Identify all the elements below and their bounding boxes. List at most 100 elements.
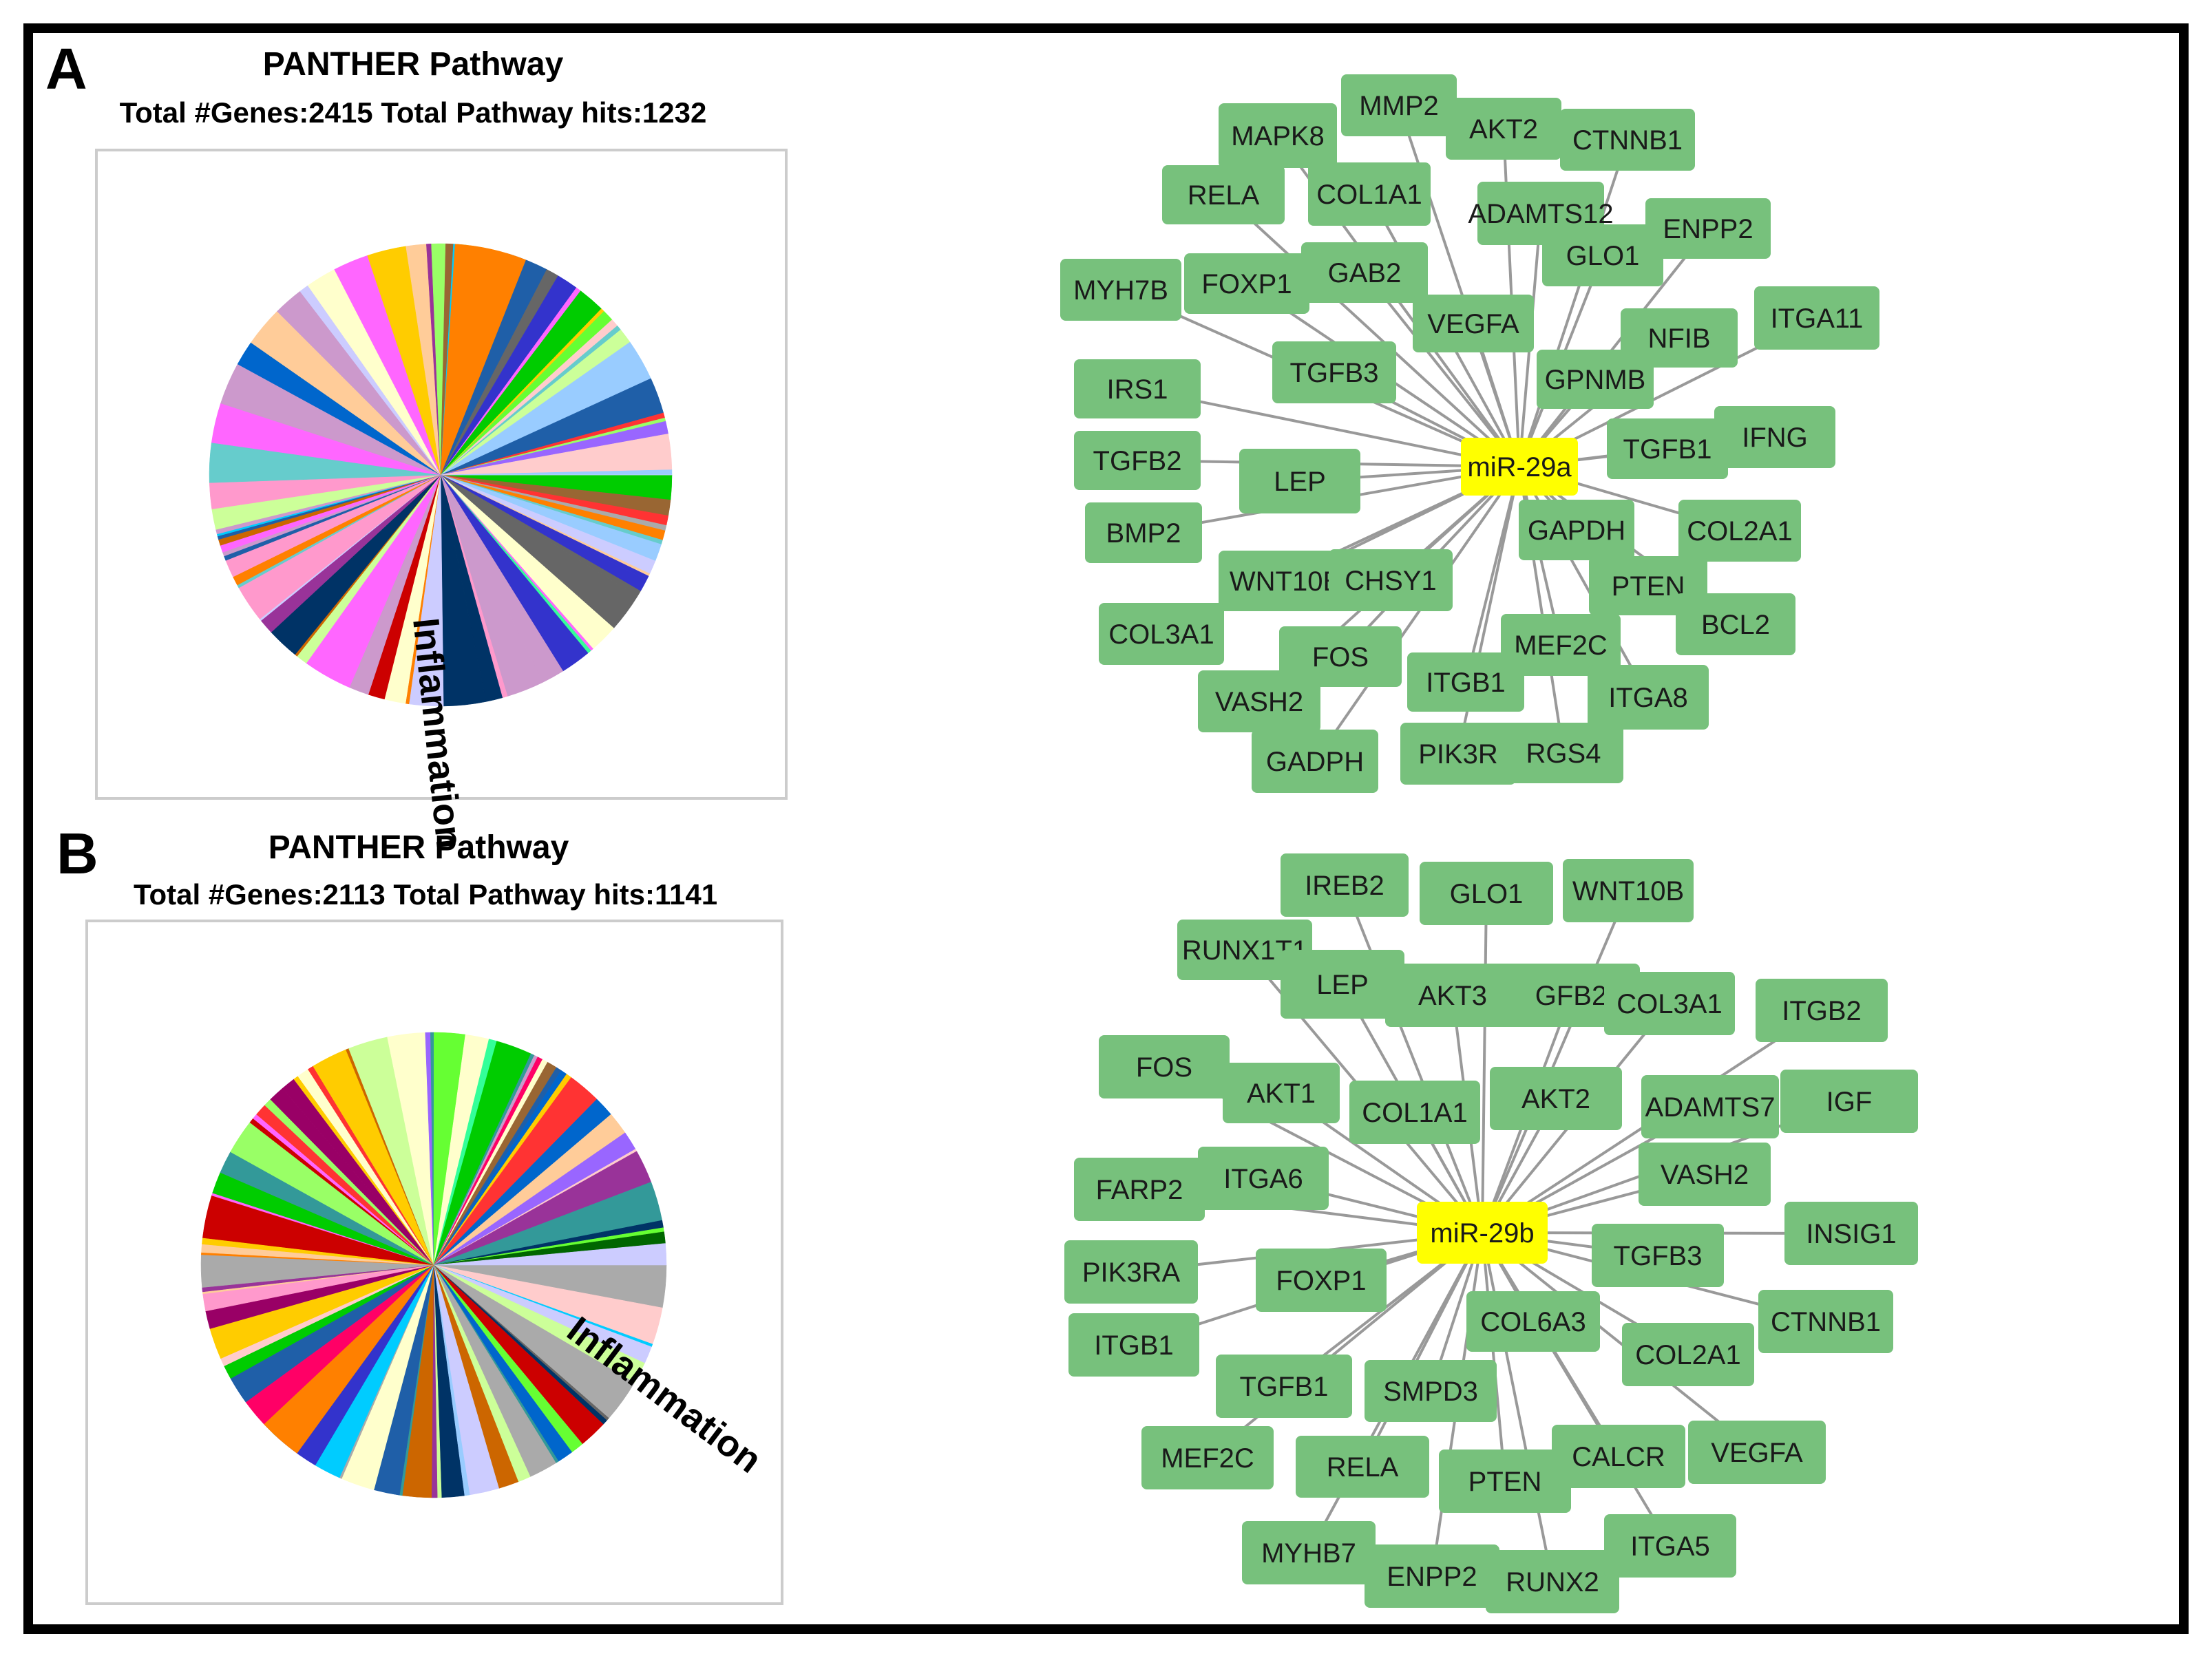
gene-node-rela: RELA [1162, 165, 1285, 224]
mirna-center-label: miR-29a [1467, 452, 1572, 482]
gene-node-label: AKT3 [1418, 981, 1487, 1011]
gene-node-box [1308, 162, 1431, 226]
gene-node-box [1519, 500, 1634, 560]
gene-node-ctnnb1: CTNNB1 [1560, 109, 1695, 171]
gene-node-box [1162, 165, 1285, 224]
gene-node-label: ITGA11 [1771, 304, 1864, 334]
gene-node-box [1780, 1070, 1918, 1133]
panel-b-letter: B [56, 821, 98, 886]
gene-node-box [1678, 500, 1801, 562]
gene-node-label: VEGFA [1711, 1438, 1803, 1468]
gene-node-label: COL1A1 [1316, 180, 1422, 210]
gene-node-bcl2: BCL2 [1676, 593, 1795, 655]
gene-node-itga5: ITGA5 [1604, 1514, 1736, 1578]
gene-node-label: COL1A1 [1362, 1098, 1467, 1128]
gene-node-col3a1: COL3A1 [1604, 972, 1735, 1035]
gene-node-label: AKT1 [1247, 1079, 1316, 1109]
gene-node-box [1446, 98, 1561, 160]
gene-node-label: WNT10B [1572, 876, 1684, 906]
gene-node-label: IREB2 [1305, 871, 1384, 901]
gene-node-label: BCL2 [1701, 610, 1770, 640]
edge [1343, 884, 1484, 1233]
gene-node-label: FOXP1 [1201, 269, 1292, 299]
pie-slice [264, 1264, 434, 1454]
gene-node-box [1349, 1081, 1480, 1144]
gene-node-foxp1: FOXP1 [1184, 253, 1309, 314]
gene-node-ifng: IFNG [1714, 406, 1835, 468]
gene-node-label: PTEN [1468, 1467, 1542, 1497]
gene-node-lep: LEP [1239, 449, 1360, 513]
edge [1222, 193, 1521, 468]
gene-node-lep: LEP [1281, 950, 1404, 1019]
gene-node-col2a1: COL2A1 [1622, 1323, 1754, 1386]
panel-a-pie-title: PANTHER Pathway [262, 46, 564, 83]
gene-node-box [1341, 74, 1457, 136]
gene-node-box [1198, 1147, 1329, 1210]
gene-node-pik3r: PIK3R [1400, 723, 1516, 785]
gene-node-box [1223, 1063, 1340, 1123]
gene-node-label: FARP2 [1096, 1175, 1183, 1205]
gene-node-itgb1: ITGB1 [1407, 652, 1524, 712]
gene-node-box [1537, 350, 1654, 409]
gene-node-label: WNT10B [1230, 566, 1341, 597]
gene-node-label: ITGA8 [1608, 683, 1688, 713]
gene-node-box [1252, 730, 1378, 793]
gene-node-label: CTNNB1 [1771, 1307, 1881, 1337]
gene-node-box [1074, 1158, 1205, 1221]
gene-node-label: ITGA6 [1223, 1164, 1303, 1194]
gene-node-box [1645, 198, 1771, 259]
gene-node-box [1242, 1521, 1376, 1584]
gene-node-box [1216, 1355, 1352, 1418]
gene-node-box [1563, 859, 1694, 922]
gene-node-box [1141, 1426, 1274, 1489]
gene-node-label: FOXP1 [1276, 1266, 1366, 1296]
gene-node-mef2c: MEF2C [1501, 614, 1621, 676]
gene-node-label: GLO1 [1450, 879, 1524, 909]
gene-node-box [1239, 449, 1360, 513]
gene-node-rgs4: RGS4 [1504, 723, 1623, 783]
gene-node-box [1329, 549, 1453, 611]
gene-node-myh7b: MYH7B [1060, 259, 1181, 321]
edge [1206, 1231, 1484, 1459]
gene-node-box [1754, 286, 1879, 350]
gene-node-label: LEP [1274, 467, 1326, 497]
gene-node-label: MEF2C [1514, 630, 1608, 661]
gene-node-tgfb1: TGFB1 [1216, 1355, 1352, 1418]
gene-node-box [1592, 1224, 1724, 1287]
gene-node-label: RGS4 [1526, 739, 1601, 769]
gene-node-adamts7: ADAMTS7 [1641, 1075, 1779, 1138]
gene-node-label: SMPD3 [1383, 1377, 1478, 1407]
gene-node-label: ENPP2 [1387, 1562, 1477, 1592]
gene-node-vegfa: VEGFA [1688, 1421, 1826, 1484]
gene-node-box [1639, 1143, 1771, 1206]
gene-node-gapdh: GAPDH [1519, 500, 1634, 560]
edge [1481, 1231, 1672, 1547]
gene-node-box [1542, 224, 1663, 286]
gene-node-box [1784, 1202, 1918, 1265]
gene-node-box [1552, 1425, 1685, 1488]
gene-node-label: IGF [1826, 1087, 1873, 1117]
gene-node-label: ITGA5 [1630, 1531, 1710, 1562]
gene-node-box [1074, 431, 1201, 490]
gene-node-label: VEGFA [1427, 309, 1519, 339]
gene-node-mapk8: MAPK8 [1219, 103, 1337, 168]
gene-node-box [1281, 950, 1404, 1019]
pie-slice [440, 244, 527, 476]
edge [1518, 139, 1629, 467]
gene-node-box [1074, 359, 1201, 418]
gene-node-label: BMP2 [1106, 518, 1181, 549]
gene-node-col2a1: COL2A1 [1678, 500, 1801, 562]
gene-node-box [1486, 1550, 1619, 1613]
gene-node-box [1301, 242, 1428, 303]
gene-node-box [1060, 259, 1181, 321]
gene-node-mef2c: MEF2C [1141, 1426, 1274, 1489]
gene-node-calcr: CALCR [1552, 1425, 1685, 1488]
gene-node-label: CTNNB1 [1572, 125, 1683, 156]
gene-node-insig1: INSIG1 [1784, 1202, 1918, 1265]
gene-node-itgb2: ITGB2 [1756, 979, 1888, 1042]
gene-node-box [1177, 920, 1312, 980]
gene-node-box [1758, 1290, 1893, 1353]
